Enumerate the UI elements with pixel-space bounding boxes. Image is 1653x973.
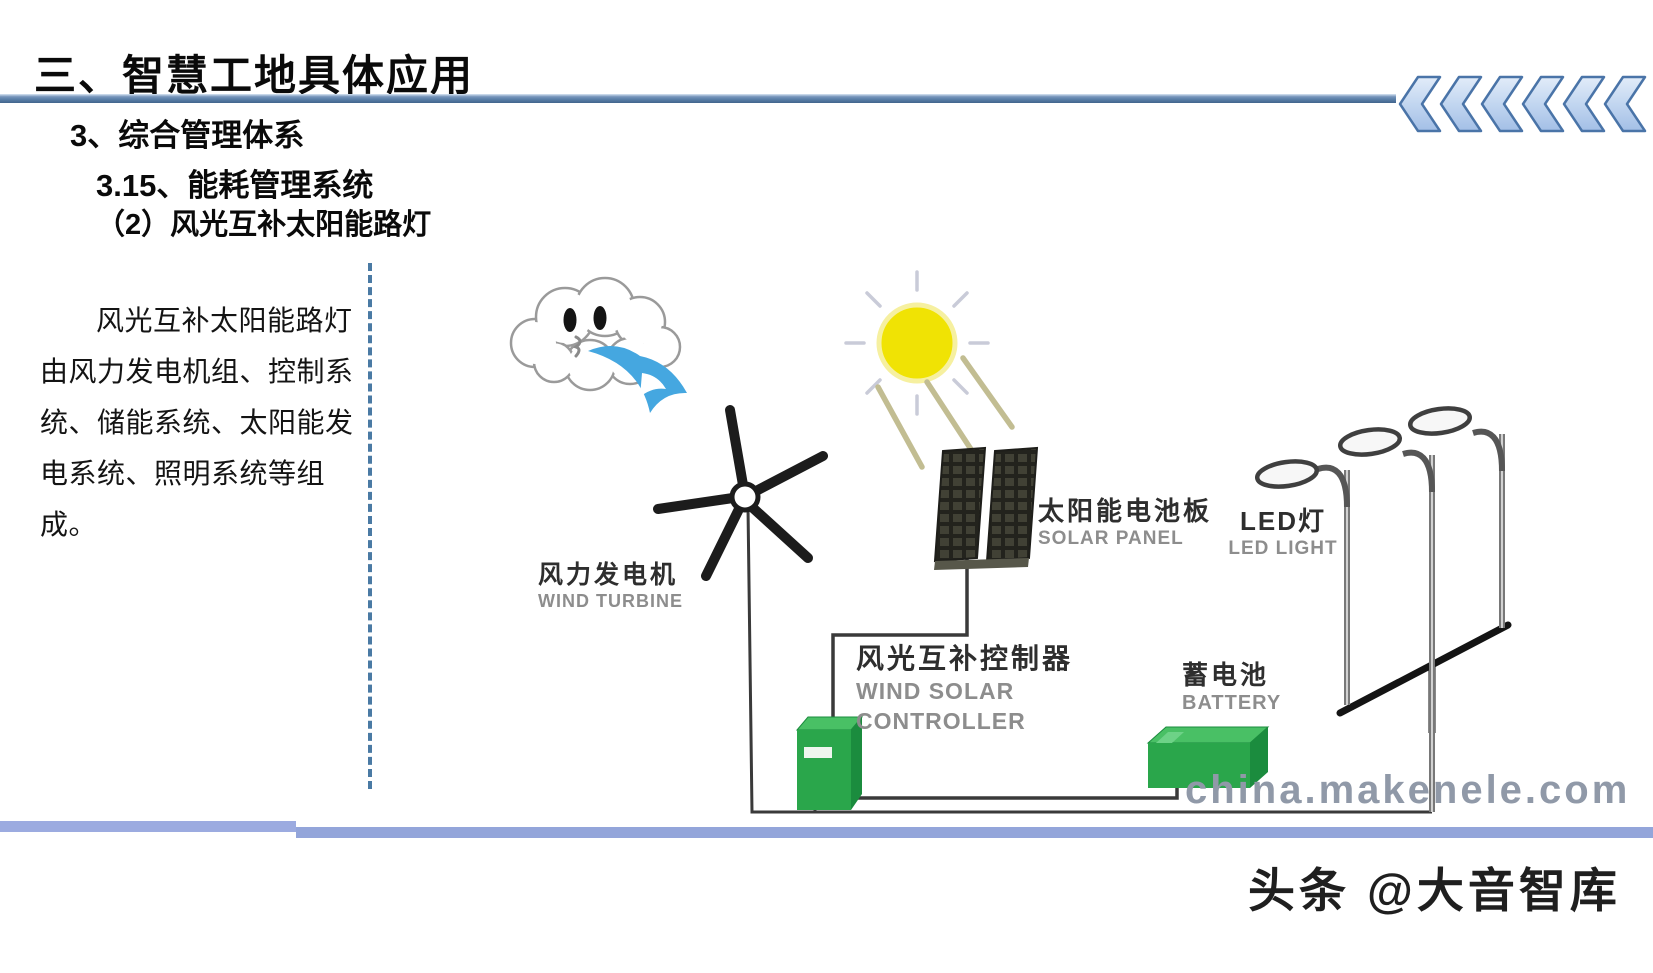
- street-lamp-icon: [1407, 406, 1505, 628]
- label-controller-en1: WIND SOLAR: [856, 678, 1015, 704]
- label-led-light: LED灯 LED LIGHT: [1218, 501, 1348, 560]
- label-solar-panel-en: SOLAR PANEL: [1038, 528, 1184, 549]
- title-underline: [0, 94, 1396, 103]
- label-controller: 风光互补控制器 WIND SOLAR CONTROLLER: [856, 637, 1073, 737]
- label-solar-panel: 太阳能电池板 SOLAR PANEL: [1038, 491, 1212, 550]
- controller-box-icon: [795, 716, 864, 810]
- chevron-icon: [1398, 75, 1442, 133]
- chevron-icon: [1521, 75, 1565, 133]
- label-battery-zh: 蓄电池: [1182, 660, 1270, 690]
- label-wind-turbine-zh: 风力发电机: [538, 561, 679, 589]
- dashed-divider: [368, 263, 372, 789]
- street-lamp-icon: [1254, 459, 1350, 705]
- label-controller-en2: CONTROLLER: [856, 707, 1026, 734]
- wind-solar-street-light-diagram: 风力发电机 WIND TURBINE 太阳能电池板 SOLAR PANEL LE…: [430, 255, 1610, 835]
- chevron-left-icons: [1398, 75, 1647, 133]
- sun-icon: [844, 270, 1015, 470]
- subtitle-level2: 3.15、能耗管理系统: [96, 168, 374, 203]
- subtitle-level1: 3、综合管理体系: [70, 118, 305, 153]
- branding-text: 头条 @大音智库: [1248, 864, 1621, 917]
- chevron-icon: [1439, 75, 1483, 133]
- chevron-icon: [1562, 75, 1606, 133]
- battery-box-icon: [1146, 726, 1270, 788]
- label-battery: 蓄电池 BATTERY: [1182, 655, 1281, 715]
- label-led-light-en: LED LIGHT: [1228, 538, 1338, 559]
- watermark-text: china.makenele.com: [1185, 768, 1631, 812]
- label-solar-panel-zh: 太阳能电池板: [1038, 496, 1213, 526]
- label-led-light-zh: LED灯: [1239, 506, 1326, 536]
- chevron-icon: [1603, 75, 1647, 133]
- label-wind-turbine-en: WIND TURBINE: [538, 591, 683, 611]
- label-wind-turbine: 风力发电机 WIND TURBINE: [538, 555, 683, 612]
- cloud-wind-icon: [509, 276, 687, 413]
- subtitle-level3: （2）风光互补太阳能路灯: [96, 209, 432, 241]
- label-controller-zh: 风光互补控制器: [856, 643, 1074, 674]
- street-lamp-icon: [1337, 427, 1435, 812]
- label-battery-en: BATTERY: [1182, 692, 1282, 714]
- page-title: 三、智慧工地具体应用: [34, 52, 475, 99]
- solar-panel-icon: [933, 446, 1039, 570]
- bottom-bar-left: [0, 821, 296, 832]
- bottom-bar-main: [296, 827, 1653, 838]
- sun-beams: [875, 355, 1015, 470]
- body-paragraph: 风光互补太阳能路灯由风力发电机组、控制系统、储能系统、太阳能发电系统、照明系统等…: [40, 305, 354, 540]
- wind-turbine-icon: [653, 405, 828, 581]
- chevron-icon: [1480, 75, 1524, 133]
- wind-gust-shape: [588, 346, 687, 413]
- street-lamp-icons: [1254, 406, 1505, 812]
